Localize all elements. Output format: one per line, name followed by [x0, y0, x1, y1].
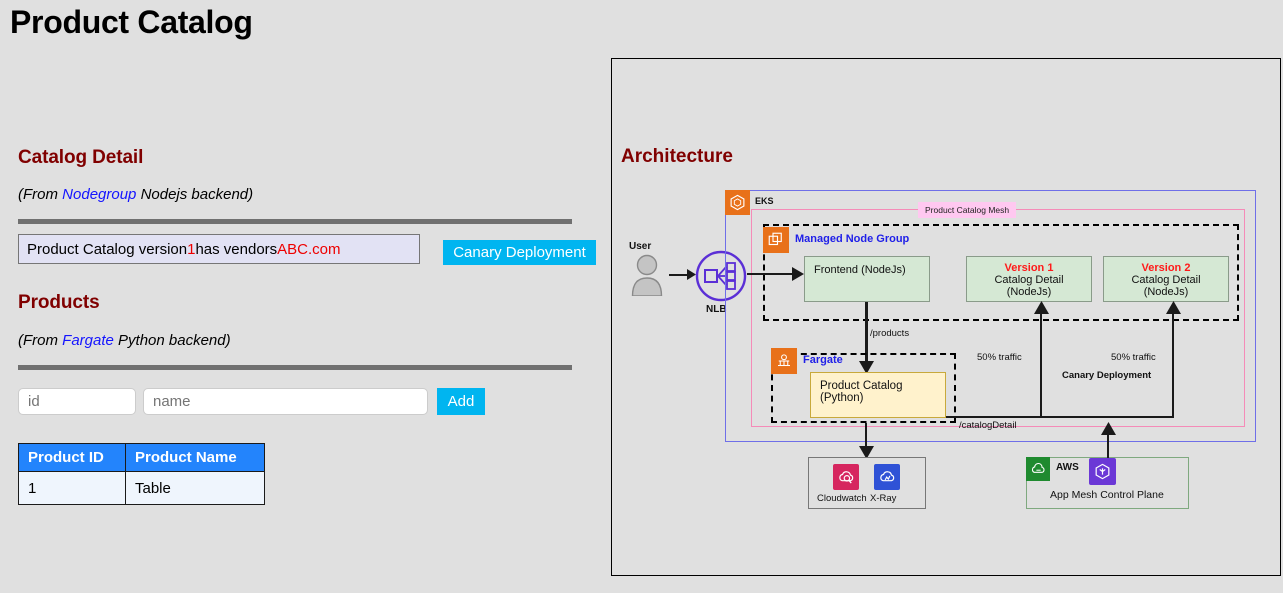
catalog-detail-heading: Catalog Detail [18, 147, 144, 168]
info-version-value: 1 [187, 240, 196, 258]
user-label: User [629, 241, 652, 252]
canary-deployment-label: Canary Deployment [1062, 370, 1152, 381]
arrowhead-icon [859, 361, 874, 374]
cloudwatch-label: Cloudwatch [817, 493, 867, 504]
info-vendors-value: ABC.com [277, 240, 341, 258]
edge-traffic-right [1172, 312, 1175, 418]
fargate-label: Fargate [803, 354, 843, 366]
info-prefix: Product Catalog version [27, 240, 188, 258]
products-subtitle-prefix: (From [18, 332, 63, 349]
fargate-link[interactable]: Fargate [62, 332, 114, 349]
products-heading: Products [18, 292, 100, 313]
aws-cloud-icon [1026, 457, 1050, 481]
product-name-input[interactable] [143, 388, 428, 415]
aws-label: AWS [1056, 462, 1079, 473]
edge-catalog-observability [865, 423, 868, 450]
page-title: Product Catalog [10, 4, 253, 40]
version2-name: Catalog Detail (NodeJs) [1131, 274, 1201, 298]
products-table: Product ID Product Name 1 Table [18, 443, 265, 505]
products-subtitle: (From Fargate Python backend) [18, 332, 231, 349]
managed-node-group-icon [763, 227, 789, 253]
nlb-label: NLB [706, 304, 727, 315]
table-header-row: Product ID Product Name [18, 443, 265, 472]
architecture-diagram: User NLB EKS [611, 58, 1281, 576]
arrowhead-icon [859, 446, 874, 459]
edge-frontend-catalog [865, 302, 868, 367]
edge-catalogdetail [946, 416, 1174, 419]
products-subtitle-suffix: Python backend) [113, 332, 231, 349]
column-header-product-id: Product ID [18, 443, 126, 472]
nlb-icon [695, 250, 747, 302]
eks-container [725, 190, 1256, 442]
fargate-icon [771, 348, 797, 374]
traffic-right-label: 50% traffic [1111, 352, 1156, 363]
cell-product-name: Table [125, 471, 265, 505]
cell-product-id: 1 [18, 471, 126, 505]
version2-label: Version 2 [1141, 262, 1191, 274]
catalog-detail-subtitle: (From Nodegroup Nodejs backend) [18, 186, 253, 203]
column-header-product-name: Product Name [125, 443, 265, 472]
managed-node-group-container [763, 224, 1239, 321]
arrowhead-icon [1101, 422, 1116, 435]
catalog-detail-divider [18, 219, 572, 224]
managed-node-group-label: Managed Node Group [795, 233, 910, 245]
xray-icon [874, 464, 900, 490]
add-product-button[interactable]: Add [437, 388, 485, 415]
fargate-container [771, 353, 956, 423]
app-mesh-icon [1089, 458, 1116, 485]
eks-label: EKS [755, 196, 774, 206]
user-icon [631, 254, 663, 296]
version1-name: Catalog Detail (NodeJs) [994, 274, 1064, 298]
canary-deployment-button[interactable]: Canary Deployment [443, 240, 596, 265]
arrowhead-icon [1166, 301, 1181, 314]
catalog-detail-subtitle-prefix: (From [18, 186, 63, 203]
catalog-version-info: Product Catalog version 1 has vendors AB… [18, 234, 420, 264]
architecture-heading: Architecture [621, 146, 733, 167]
arrowhead-icon [792, 267, 804, 281]
app-mesh-label: App Mesh Control Plane [1050, 489, 1164, 501]
traffic-left-label: 50% traffic [977, 352, 1022, 363]
nodegroup-link[interactable]: Nodegroup [62, 186, 137, 203]
version1-label: Version 1 [1004, 262, 1054, 274]
product-catalog-node: Product Catalog (Python) [810, 372, 946, 418]
observability-box [808, 457, 926, 509]
version1-node: Version 1 Catalog Detail (NodeJs) [966, 256, 1092, 302]
products-divider [18, 365, 572, 370]
edge-label-products: /products [870, 328, 910, 339]
edge-nlb-frontend [747, 273, 795, 276]
catalog-detail-subtitle-suffix: Nodejs backend) [136, 186, 254, 203]
eks-icon [725, 190, 750, 215]
info-middle: has vendors [195, 240, 278, 258]
arrowhead-icon [687, 269, 696, 280]
edge-appmesh-mesh [1107, 431, 1110, 458]
edge-traffic-left [1040, 312, 1043, 418]
version2-node: Version 2 Catalog Detail (NodeJs) [1103, 256, 1229, 302]
edge-label-catalogdetail: /catalogDetail [959, 420, 1017, 431]
frontend-node: Frontend (NodeJs) [804, 256, 930, 302]
table-row: 1 Table [18, 471, 265, 505]
edge-user-nlb [669, 274, 689, 276]
xray-label: X-Ray [870, 493, 897, 504]
product-id-input[interactable] [18, 388, 136, 415]
arrowhead-icon [1034, 301, 1049, 314]
mesh-label: Product Catalog Mesh [918, 202, 1017, 218]
cloudwatch-icon [833, 464, 859, 490]
